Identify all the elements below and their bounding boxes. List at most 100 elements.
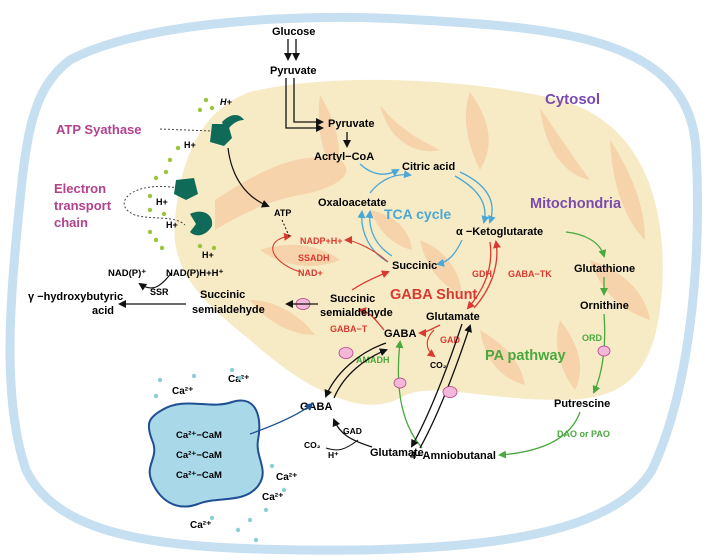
ord-label: ORD: [582, 333, 603, 343]
glutamate-to-gaba-arrow: [418, 324, 441, 337]
oxaloacetate-label: Oxaloacetate: [318, 197, 386, 209]
succ-semi-mito-label-1: Succinic: [330, 293, 375, 305]
gdh-label: GDH: [472, 269, 492, 279]
succ-semi-mito-label-2: semialdehyde: [320, 307, 393, 319]
ketoglutarate-label: α −Ketoglutarate: [456, 226, 543, 238]
ghb-label-1: γ −hydroxybutyric: [28, 291, 123, 303]
ornithine-label: Ornithine: [580, 300, 629, 312]
citric-to-keto-arrow: [454, 175, 490, 224]
nad-to-nadh-curve: [272, 232, 301, 273]
co2-mito-label: CO₂: [430, 360, 447, 370]
glutamate-mito-to-cyto-arrow: [411, 323, 463, 448]
h-cyto-label: H⁺: [328, 450, 339, 460]
etc-label-1: Electron: [54, 181, 106, 196]
gaba-to-semialdehyde-arrow: [358, 307, 385, 331]
amadh-label: AMADH: [356, 355, 390, 365]
ca-ion-label-5: Ca²⁺: [262, 492, 283, 503]
ca-ion-label-1: Ca²⁺: [172, 386, 193, 397]
gaba-tk-label: GABA−TK: [508, 269, 552, 279]
amadh-enzyme-dot: [393, 377, 407, 389]
pyruvate-transport-arrow-2: [293, 78, 324, 126]
gaba-transport-dot: [338, 347, 354, 359]
succ-semi-cyto-label-1: Succinic: [200, 289, 245, 301]
cam-label-1: Ca²⁺−CaM: [176, 430, 222, 441]
nadp-label: NAD(P)⁺: [108, 268, 146, 279]
etc-pointer: [123, 186, 186, 226]
citric-acid-label: Citric acid: [402, 161, 455, 173]
cam-to-gad-arrow: [249, 402, 314, 435]
etc-protein-2: [190, 211, 213, 236]
ssr-label: SSR: [150, 287, 169, 297]
glutamate-to-keto-arrow: [473, 240, 501, 309]
pyruvate-transport-arrow: [285, 78, 324, 132]
succ-semi-cyto-label-2: semialdehyde: [192, 304, 265, 316]
glutamate-mito-label: Glutamate: [426, 311, 480, 323]
nad-cofactor-curve: [138, 271, 173, 291]
co2-cyto-label: CO₂: [304, 440, 321, 450]
glutathione-label: Glutathione: [574, 263, 635, 275]
pa-pathway-label: PA pathway: [485, 348, 566, 364]
gaba-t-label: GABA−T: [330, 324, 368, 334]
keto-to-glutamate-arrow: [466, 241, 492, 310]
co2-h-curve: [325, 439, 359, 451]
tca-cycle-label: TCA cycle: [384, 206, 451, 222]
gad-co2-arrow: [426, 329, 436, 358]
ca-ion-label-4: Ca²⁺: [190, 520, 211, 531]
keto-to-glutathione-arrow: [565, 231, 607, 258]
glucose-label: Glucose: [272, 26, 315, 38]
mitochondria-label: Mitochondria: [530, 196, 622, 212]
putrescine-label: Putrescine: [554, 398, 610, 410]
h-plus-label-1: H+: [220, 97, 232, 107]
aminobutanal-to-gaba-arrow: [395, 340, 423, 449]
proton-dots: [147, 97, 217, 251]
gad-mito-label: GAD: [440, 335, 461, 345]
oxaloacetate-to-citric-arrow: [369, 170, 412, 194]
atp-synthase-to-atp-arrow: [227, 147, 270, 208]
citric-to-keto-arrow-2: [459, 171, 496, 224]
aminobutanal-label: 4−Amniobutanal: [410, 450, 496, 462]
nadp-h-label: NADP+H+: [300, 236, 343, 246]
ca-ion-label-3: Ca²⁺: [276, 472, 297, 483]
cam-label-3: Ca²⁺−CaM: [176, 470, 222, 481]
nad-plus-label: NAD+: [298, 268, 323, 278]
atp-label: ATP: [274, 208, 291, 218]
ghb-label-2: acid: [92, 305, 114, 317]
etc-label-3: chain: [54, 215, 88, 230]
acetyl-coa-label: Acrtyl−CoA: [314, 151, 374, 163]
gaba-mito-label: GABA: [384, 328, 416, 340]
atp-synthase-protein: [210, 115, 244, 146]
pyruvate-cyto-label: Pyruvate: [270, 65, 316, 77]
succinic-to-oxaloacetate-arrow-2: [365, 210, 393, 257]
gaba-cyto-to-mito-arrow: [333, 348, 388, 399]
putrescine-to-aminobutanal-arrow: [498, 411, 581, 459]
gaba-shunt-label: GABA Shunt: [390, 287, 477, 303]
atp-dashed-line: [281, 219, 291, 239]
ssadh-label: SSADH: [298, 253, 330, 263]
keto-to-succinic-arrow: [436, 239, 463, 267]
succinic-to-nadph-curve: [344, 236, 389, 263]
acetyl-to-citric-arrow: [359, 163, 400, 177]
cam-label-2: Ca²⁺−CaM: [176, 450, 222, 461]
pyruvate-mito-label: Pyruvate: [328, 118, 374, 130]
ord-enzyme-dot: [597, 345, 611, 357]
semialdehyde-to-succinic-arrow: [351, 270, 390, 291]
cytosol-label: Cytosol: [545, 91, 600, 108]
atp-synthase-pointer: [159, 128, 213, 132]
nadph-label: NAD(P)H+H⁺: [166, 268, 224, 279]
glutamate-cyto-label: Glutamate: [370, 447, 424, 459]
calcium-dots: [153, 367, 287, 543]
glutamate-to-gaba-cyto-arrow: [332, 418, 373, 448]
gaba-cyto-label: GABA: [300, 401, 332, 413]
gaba-mito-to-cyto-arrow: [324, 342, 387, 398]
h-plus-label-3: H+: [156, 197, 168, 207]
h-plus-label-5: H+: [202, 250, 214, 260]
gad-cyto-label: GAD: [343, 426, 362, 436]
h-plus-label-4: H+: [166, 220, 178, 230]
dao-pao-label: DAO or PAO: [557, 429, 610, 439]
atp-synthase-label: ATP Syathase: [56, 122, 142, 137]
glutamate-transport-dot: [442, 386, 458, 398]
succinic-mito-label: Succinic: [392, 260, 437, 272]
succinic-to-oxaloacetate-arrow: [357, 210, 389, 263]
etc-label-2: transport: [54, 198, 112, 213]
